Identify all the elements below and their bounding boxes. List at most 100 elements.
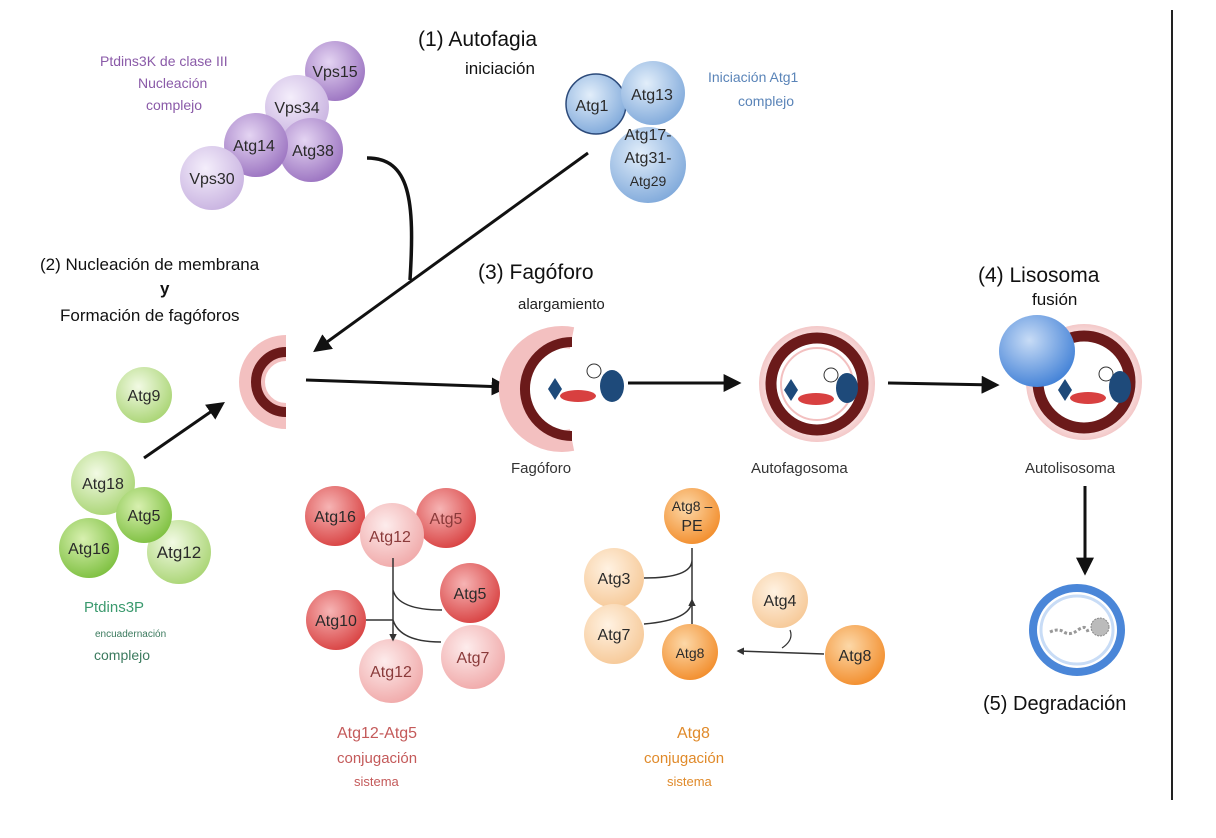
atg17-label-c: Atg29 (630, 173, 667, 189)
pi3k-title: Ptdins3K de clase III (100, 53, 228, 69)
pi3k-connector (366, 156, 414, 281)
pi3k-line2: Nucleación (138, 75, 207, 91)
atg38-node (279, 118, 343, 182)
atg1-complex-line2: complejo (738, 93, 794, 109)
atg8-processing-arrow (736, 647, 825, 655)
atg8-mid-label: Atg8 (676, 645, 705, 661)
atg12-system: Atg16 Atg12 Atg5 Atg5 Atg10 Atg7 Atg12 A… (305, 486, 505, 789)
atg8-system: Atg8 – PE Atg3 Atg7 Atg4 Atg8 Atg8 Atg8 … (584, 488, 885, 789)
degradation-vesicle-membrane (1029, 584, 1125, 676)
stage-phagophore-subtitle: alargamiento (518, 296, 605, 313)
atg5-top-red-node (416, 488, 476, 548)
degraded-cargo (1049, 625, 1090, 636)
cargo-circle-small (586, 363, 602, 379)
atg4-node (752, 572, 808, 628)
atg8-system-line2: conjugación (644, 750, 724, 767)
atg8-right-label: Atg8 (839, 648, 872, 665)
atg8-system-title: Atg8 (677, 725, 710, 742)
atg4-connector (781, 629, 792, 649)
atg38-label: Atg38 (292, 143, 334, 160)
atg10-node (306, 590, 366, 650)
cargo-circle-large (600, 370, 624, 402)
vps34-label: Vps34 (274, 100, 319, 117)
atg12-green-label: Atg12 (157, 543, 201, 562)
pi3p-arrow (143, 401, 225, 460)
atg5-green-label: Atg5 (128, 508, 161, 525)
atg4-label: Atg4 (764, 593, 797, 610)
phagophore: Fagóforo (498, 326, 624, 477)
stage-degradation-title: (5) Degradación (983, 693, 1126, 715)
atg3-label: Atg3 (598, 571, 631, 588)
atg13-node (621, 61, 685, 125)
phagophore-label: Fagóforo (511, 460, 571, 477)
atg13-label: Atg13 (631, 87, 673, 104)
atg16-red-label: Atg16 (314, 509, 356, 526)
atg1-complex-title: Iniciación Atg1 (708, 69, 798, 85)
vps15-label: Vps15 (312, 64, 357, 81)
atg12-system-title: Atg12-Atg5 (337, 725, 417, 742)
atg8-pe-label-b: PE (681, 518, 702, 535)
atg1-complex: Atg1 Atg13 Atg17- Atg31- Atg29 Iniciació… (565, 61, 798, 203)
nascent-phagophore-inner (266, 362, 287, 402)
atg7-orange-label: Atg7 (598, 627, 631, 644)
cargo-ellipse (560, 390, 596, 402)
atg12-red-node (359, 639, 423, 703)
atg5-red-node (440, 563, 500, 623)
atg3-node (584, 548, 644, 608)
stage-initiation-subtitle: iniciación (465, 59, 535, 78)
atg7-orange-node (584, 604, 644, 664)
atg5-top-red-label: Atg5 (430, 511, 463, 528)
atg12-top-red-label: Atg12 (369, 529, 411, 546)
stage-phagophore: (3) Fagóforo alargamiento (478, 261, 605, 313)
phagophore-membrane (520, 337, 573, 441)
stage-phagophore-title: (3) Fagóforo (478, 261, 594, 284)
autophagosome-cargo-large (836, 373, 858, 403)
degradation-vesicle (1029, 584, 1125, 676)
atg9-group: Atg9 (116, 367, 172, 423)
stage-initiation: (1) Autofagia iniciación (418, 28, 537, 78)
autolysosome-cargo-diamond (1058, 379, 1072, 401)
atg12-green-node (147, 520, 211, 584)
atg8-pe-node (664, 488, 720, 544)
fusion-arrow (887, 375, 1000, 394)
stage-nucleation-connector: y (160, 279, 170, 298)
stage-degradation: (5) Degradación (983, 693, 1126, 715)
stage-nucleation-subtitle: Formación de fagóforos (60, 306, 240, 325)
autophagosome-cargo-ellipse (798, 393, 834, 405)
pi3p-line3: complejo (94, 647, 150, 663)
atg16-red-node (305, 486, 365, 546)
stage-lysosome-subtitle: fusión (1032, 290, 1077, 309)
atg8-pe-label-a: Atg8 – (672, 498, 713, 514)
atg12-system-line2: conjugación (337, 750, 417, 767)
atg5-red-label: Atg5 (454, 586, 487, 603)
stage-nucleation: (2) Nucleación de membrana y Formación d… (40, 255, 260, 325)
atg8-system-line3: sistema (667, 774, 713, 789)
atg9-label: Atg9 (128, 388, 161, 405)
degraded-cargo-blob (1090, 617, 1110, 637)
elongation-arrow (305, 377, 510, 396)
atg14-node (224, 113, 288, 177)
stage-nucleation-title: (2) Nucleación de membrana (40, 255, 260, 274)
pi3k-line3: complejo (146, 97, 202, 113)
atg17-node (610, 127, 686, 203)
autolysosome-cargo-ellipse (1070, 392, 1106, 404)
atg16-green-node (59, 518, 119, 578)
vps30-node (180, 146, 244, 210)
autolysosome: Autolisosoma (999, 315, 1142, 477)
autophagosome-cargo-small (823, 367, 839, 383)
autophagosome-cargo-diamond (784, 379, 798, 401)
atg16-green-label: Atg16 (68, 541, 110, 558)
atg8-right-node (825, 625, 885, 685)
atg17-label-b: Atg31- (624, 150, 671, 167)
atg12-pathway-lines (366, 558, 443, 642)
pi3p-title: Ptdins3P (84, 599, 144, 616)
atg8-pathway-lines (643, 548, 692, 625)
cargo-diamond (548, 378, 562, 400)
vps30-label: Vps30 (189, 171, 234, 188)
atg8-mid-node (662, 624, 718, 680)
stage-lysosome-title: (4) Lisosoma (978, 264, 1100, 287)
nascent-phagophore (239, 335, 287, 429)
atg9-node (116, 367, 172, 423)
atg5-green-node (116, 487, 172, 543)
